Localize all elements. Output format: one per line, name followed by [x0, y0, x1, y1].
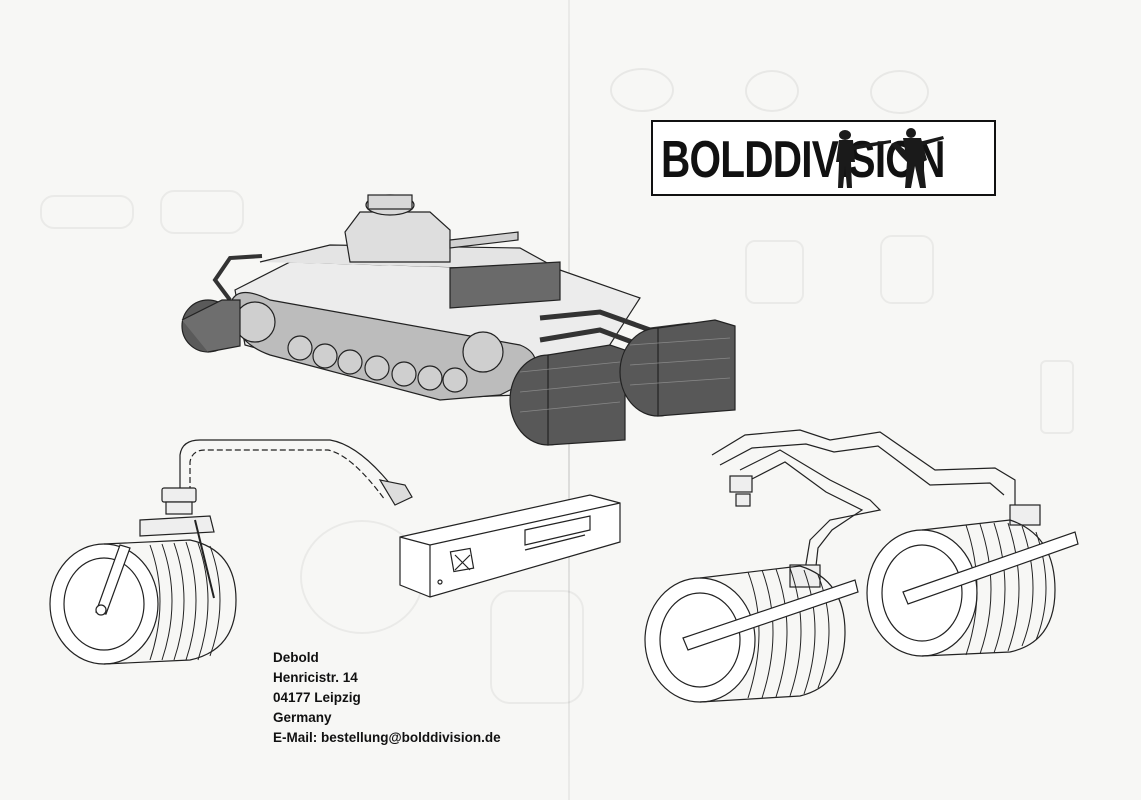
- rear-rollers-part-drawing: [644, 429, 1079, 703]
- brand-logo: BOLDDIVISION: [651, 120, 996, 196]
- brand-logo-text: BOLDDIVISION: [661, 131, 945, 189]
- contact-street: Henricistr. 14: [273, 670, 358, 685]
- contact-country: Germany: [273, 710, 332, 725]
- tank-with-mine-rollers-drawing: [181, 194, 736, 446]
- contact-email: E-Mail: bestellung@bolddivision.de: [273, 730, 501, 745]
- contact-city: 04177 Leipzig: [273, 690, 361, 705]
- front-roller-part-drawing: [49, 439, 413, 665]
- soldiers-emblem-icon: [836, 128, 944, 188]
- bracket-plate-part-drawing: [399, 494, 621, 598]
- contact-address: Debold Henricistr. 14 04177 Leipzig Germ…: [273, 648, 501, 748]
- contact-name: Debold: [273, 650, 319, 665]
